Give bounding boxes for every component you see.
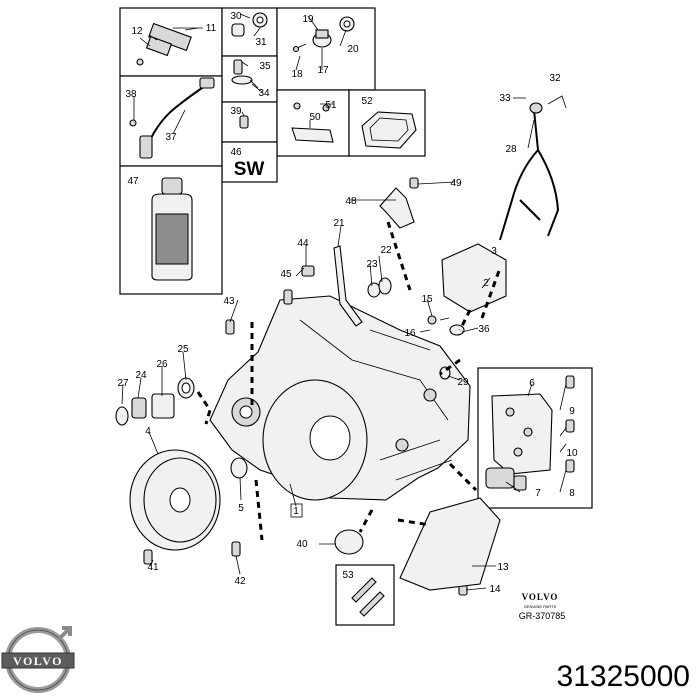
leader-lines bbox=[121, 13, 567, 591]
left-seals bbox=[115, 377, 195, 426]
inset-box-46-sw: SW bbox=[221, 141, 278, 183]
inset-box-17-20 bbox=[276, 7, 376, 91]
callout-26: 26 bbox=[156, 359, 168, 370]
callout-39: 39 bbox=[230, 106, 242, 117]
callout-20: 20 bbox=[347, 44, 359, 55]
part-number: 31325000 bbox=[556, 660, 690, 693]
volvo-logo: VOLVO bbox=[1, 626, 75, 693]
callout-22: 22 bbox=[380, 245, 392, 256]
callout-5: 5 bbox=[238, 503, 244, 514]
inset-box-53 bbox=[335, 564, 395, 626]
dashed-leaders bbox=[196, 221, 502, 541]
callout-6: 6 bbox=[529, 378, 535, 389]
callout-13: 13 bbox=[497, 562, 509, 573]
inset-box-47-fluid-bottle bbox=[119, 165, 223, 295]
callout-9: 9 bbox=[569, 406, 575, 417]
callout-28: 28 bbox=[505, 144, 517, 155]
callout-47: 47 bbox=[127, 176, 139, 187]
seal-5 bbox=[230, 457, 248, 479]
callout-32: 32 bbox=[549, 73, 561, 84]
callout-21: 21 bbox=[333, 218, 345, 229]
inset-box-34-35 bbox=[221, 55, 278, 103]
callout-50: 50 bbox=[309, 112, 321, 123]
callout-14: 14 bbox=[489, 584, 501, 595]
callout-49: 49 bbox=[450, 178, 462, 189]
callout-44: 44 bbox=[297, 238, 309, 249]
inset-box-50-51 bbox=[276, 89, 350, 157]
volvo-arrow-icon bbox=[57, 626, 72, 641]
callout-4: 4 bbox=[145, 426, 151, 437]
callout-31: 31 bbox=[255, 37, 267, 48]
callout-52: 52 bbox=[361, 96, 373, 107]
callout-12: 12 bbox=[131, 26, 143, 37]
callout-10: 10 bbox=[566, 448, 578, 459]
callout-3: 3 bbox=[491, 246, 497, 257]
callout-29: 29 bbox=[457, 377, 469, 388]
inset-box-11-12 bbox=[119, 7, 223, 77]
callout-labels: 1 2 3 4 5 6 7 8 9 10 11 12 13 14 15 16 1… bbox=[117, 11, 578, 595]
callout-17: 17 bbox=[317, 65, 329, 76]
oil-pan bbox=[399, 497, 501, 591]
bracket-48 bbox=[379, 187, 415, 229]
callout-51: 51 bbox=[325, 100, 337, 111]
callout-35: 35 bbox=[259, 61, 271, 72]
callout-38: 38 bbox=[125, 89, 137, 100]
callout-34: 34 bbox=[258, 88, 270, 99]
genuine-parts-text: GENUINE PARTS bbox=[524, 604, 557, 609]
callout-41: 41 bbox=[147, 562, 159, 573]
callout-42: 42 bbox=[234, 576, 246, 587]
callout-48: 48 bbox=[345, 196, 357, 207]
callout-45: 45 bbox=[280, 269, 292, 280]
callout-53: 53 bbox=[342, 570, 354, 581]
callout-46: 46 bbox=[230, 147, 242, 158]
sensor-32 bbox=[529, 102, 543, 114]
inset-box-52 bbox=[348, 89, 426, 157]
callout-27: 27 bbox=[117, 378, 129, 389]
figure-reference: GR-370785 bbox=[519, 611, 566, 621]
callout-30: 30 bbox=[230, 11, 242, 22]
cap-40 bbox=[334, 529, 364, 555]
volvo-small-logo: VOLVO bbox=[522, 592, 559, 602]
genuine-parts-mark: VOLVO GENUINE PARTS GR-370785 bbox=[519, 592, 566, 621]
callout-18: 18 bbox=[291, 69, 303, 80]
sw-label: SW bbox=[234, 159, 265, 180]
callout-25: 25 bbox=[177, 344, 189, 355]
callout-8: 8 bbox=[569, 488, 575, 499]
callout-19: 19 bbox=[302, 14, 314, 25]
transmission-housing bbox=[209, 295, 471, 501]
callout-33: 33 bbox=[499, 93, 511, 104]
torque-converter bbox=[129, 449, 221, 551]
callout-1-frame bbox=[290, 503, 303, 518]
callout-7: 7 bbox=[535, 488, 541, 499]
callout-2: 2 bbox=[483, 278, 489, 289]
callout-15: 15 bbox=[421, 294, 433, 305]
callout-36: 36 bbox=[478, 324, 490, 335]
callout-37: 37 bbox=[165, 132, 177, 143]
callout-16: 16 bbox=[404, 328, 416, 339]
inset-box-6-10-valve-body bbox=[477, 367, 593, 509]
volvo-logo-text: VOLVO bbox=[13, 654, 63, 668]
wiring-harness bbox=[499, 109, 560, 241]
callout-23: 23 bbox=[366, 259, 378, 270]
clip-32 bbox=[547, 95, 567, 109]
dipstick-tube bbox=[333, 245, 363, 327]
callout-1: 1 bbox=[293, 506, 299, 517]
callout-24: 24 bbox=[135, 370, 147, 381]
callout-11: 11 bbox=[206, 23, 217, 34]
callout-43: 43 bbox=[223, 296, 235, 307]
inset-box-37-38 bbox=[119, 75, 223, 167]
callout-40: 40 bbox=[296, 539, 308, 550]
